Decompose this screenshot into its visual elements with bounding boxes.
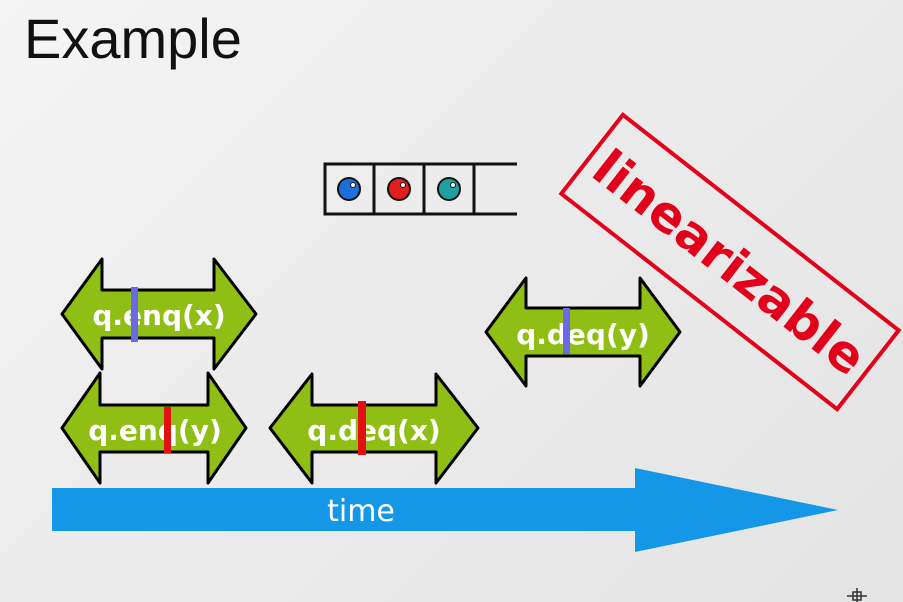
time-arrow: time — [52, 468, 838, 552]
queue-item-blue — [337, 177, 361, 201]
operation-label: q.enq(y) — [88, 414, 222, 447]
double-arrow — [60, 371, 248, 485]
queue-item-red — [387, 177, 411, 201]
operation-enq-x: q.enq(x) — [60, 257, 258, 371]
crosshair-icon — [847, 588, 867, 602]
queue-ball — [337, 177, 361, 201]
linearization-point — [131, 287, 138, 342]
operation-deq-x: q.deq(x) — [268, 372, 480, 485]
time-arrow-shape — [52, 468, 838, 552]
double-arrow — [268, 372, 480, 485]
linearization-point — [563, 308, 570, 354]
double-arrow — [60, 257, 258, 371]
double-arrow — [484, 276, 682, 388]
linearization-point — [164, 407, 171, 453]
linearizable-stamp: linearizable — [558, 112, 902, 412]
operation-enq-y: q.enq(y) — [60, 371, 248, 485]
linearization-point — [358, 401, 366, 455]
operation-label: q.deq(x) — [307, 414, 440, 447]
queue-ball — [387, 177, 411, 201]
slide-title: Example — [24, 7, 242, 70]
stamp-border — [558, 112, 902, 412]
time-label: time — [327, 494, 395, 529]
operation-label: q.deq(y) — [516, 318, 650, 351]
operation-label: q.enq(x) — [92, 299, 225, 332]
queue-outline — [323, 162, 517, 216]
queue — [323, 162, 517, 216]
queue-ball — [437, 177, 461, 201]
operation-deq-y: q.deq(y) — [484, 276, 682, 388]
queue-item-teal — [437, 177, 461, 201]
